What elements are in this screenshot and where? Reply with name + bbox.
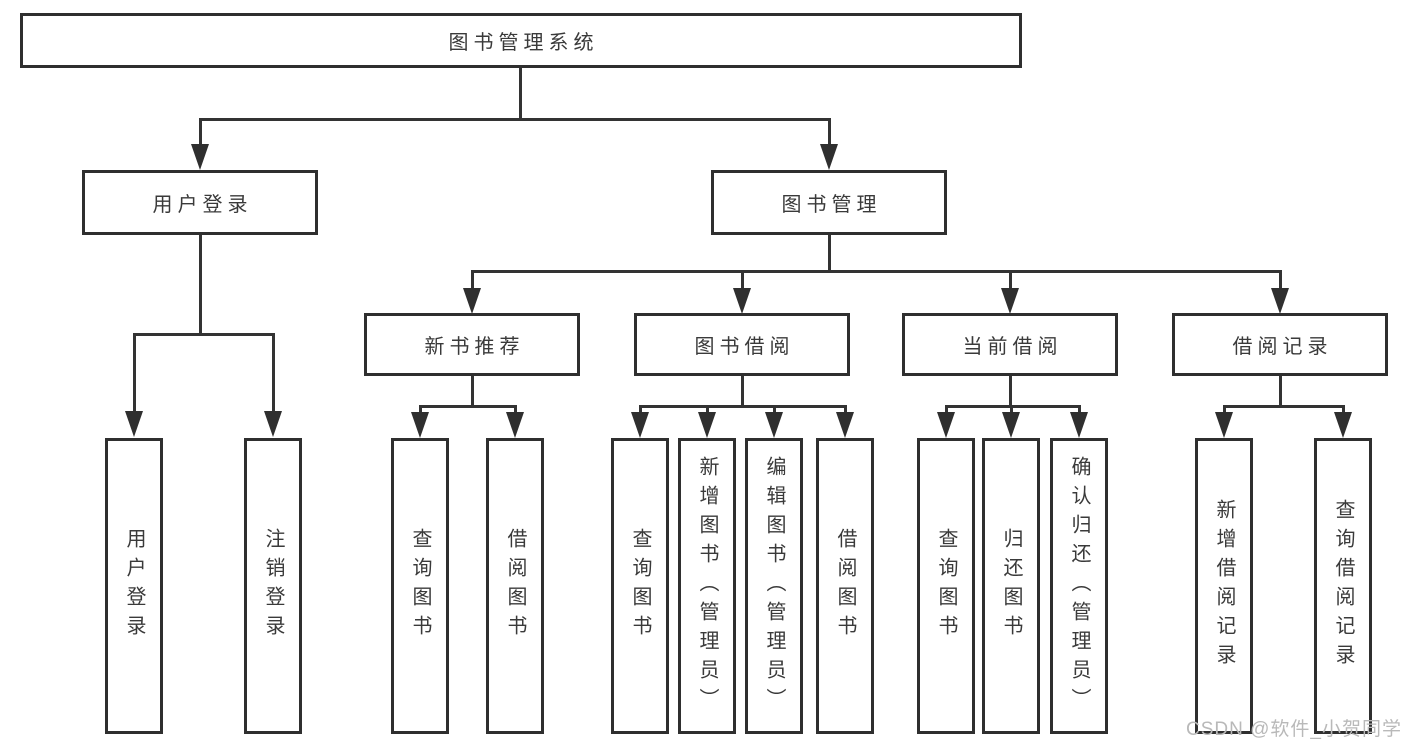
arrow-down-icon <box>1002 412 1020 438</box>
connector-vline <box>519 68 522 119</box>
leaf-user-login: 用户登录 <box>105 438 163 734</box>
leaf-borrow-books-recommend: 借阅图书 <box>486 438 544 734</box>
node-new-book-recommendation: 新书推荐 <box>364 313 580 376</box>
connector-vline <box>133 333 136 413</box>
connector-vline <box>828 118 831 150</box>
arrow-down-icon <box>836 412 854 438</box>
connector-vline <box>639 405 642 414</box>
leaf-label: 查询借阅记录 <box>1332 499 1354 673</box>
connector-vline <box>1078 405 1081 414</box>
connector-hline <box>1223 405 1345 408</box>
leaf-borrow-books: 借阅图书 <box>816 438 874 734</box>
leaf-query-books-recommend: 查询图书 <box>391 438 449 734</box>
connector-vline <box>1342 405 1345 414</box>
leaf-label: 注销登录 <box>262 528 284 644</box>
node-borrowing-records: 借阅记录 <box>1172 313 1388 376</box>
arrow-down-icon <box>506 412 524 438</box>
connector-vline <box>471 376 474 407</box>
leaf-query-borrow-record: 查询借阅记录 <box>1314 438 1372 734</box>
leaf-label: 查询图书 <box>409 528 431 644</box>
leaf-edit-book-admin: 编辑图书（管理员） <box>745 438 803 734</box>
arrow-down-icon <box>698 412 716 438</box>
connector-hline <box>639 405 847 408</box>
leaf-query-books-current: 查询图书 <box>917 438 975 734</box>
connector-vline <box>199 235 202 335</box>
connector-vline <box>1010 405 1013 414</box>
leaf-label: 编辑图书（管理员） <box>763 455 785 717</box>
connector-hline <box>199 118 831 121</box>
connector-vline <box>945 405 948 414</box>
connector-vline <box>1009 270 1012 290</box>
leaf-label: 归还图书 <box>1000 528 1022 644</box>
leaf-add-book-admin: 新增图书（管理员） <box>678 438 736 734</box>
connector-vline <box>419 405 422 414</box>
connector-vline <box>1009 376 1012 407</box>
arrow-down-icon <box>733 288 751 314</box>
leaf-label: 用户登录 <box>123 528 145 644</box>
connector-vline <box>741 376 744 407</box>
connector-vline <box>741 270 744 290</box>
connector-vline <box>471 270 474 290</box>
connector-hline <box>945 405 1081 408</box>
leaf-label: 借阅图书 <box>834 528 856 644</box>
arrow-down-icon <box>1070 412 1088 438</box>
connector-hline <box>471 270 1282 273</box>
arrow-down-icon <box>765 412 783 438</box>
node-book-management: 图书管理 <box>711 170 947 235</box>
leaf-confirm-return-admin: 确认归还（管理员） <box>1050 438 1108 734</box>
watermark: CSDN @软件_小贺同学 <box>1186 719 1402 740</box>
connector-vline <box>514 405 517 414</box>
arrow-down-icon <box>411 412 429 438</box>
connector-vline <box>1279 270 1282 290</box>
arrow-down-icon <box>264 411 282 437</box>
connector-vline <box>199 118 202 150</box>
leaf-return-books: 归还图书 <box>982 438 1040 734</box>
arrow-down-icon <box>631 412 649 438</box>
connector-hline <box>133 333 275 336</box>
connector-vline <box>272 333 275 413</box>
leaf-query-books-borrow: 查询图书 <box>611 438 669 734</box>
connector-hline <box>419 405 517 408</box>
arrow-down-icon <box>820 144 838 170</box>
arrow-down-icon <box>463 288 481 314</box>
connector-vline <box>828 235 831 273</box>
connector-vline <box>844 405 847 414</box>
leaf-label: 查询图书 <box>935 528 957 644</box>
arrow-down-icon <box>1001 288 1019 314</box>
connector-vline <box>1223 405 1226 414</box>
arrow-down-icon <box>191 144 209 170</box>
arrow-down-icon <box>1334 412 1352 438</box>
node-user-login: 用户登录 <box>82 170 318 235</box>
leaf-label: 借阅图书 <box>504 528 526 644</box>
arrow-down-icon <box>125 411 143 437</box>
connector-vline <box>706 405 709 414</box>
arrow-down-icon <box>937 412 955 438</box>
leaf-label: 确认归还（管理员） <box>1068 455 1090 717</box>
connector-vline <box>773 405 776 414</box>
node-library-management-system: 图书管理系统 <box>20 13 1022 68</box>
leaf-logout: 注销登录 <box>244 438 302 734</box>
leaf-label: 新增图书（管理员） <box>696 455 718 717</box>
leaf-label: 新增借阅记录 <box>1213 499 1235 673</box>
arrow-down-icon <box>1271 288 1289 314</box>
node-book-borrowing: 图书借阅 <box>634 313 850 376</box>
arrow-down-icon <box>1215 412 1233 438</box>
connector-vline <box>1279 376 1282 407</box>
leaf-label: 查询图书 <box>629 528 651 644</box>
node-current-borrowing: 当前借阅 <box>902 313 1118 376</box>
leaf-add-borrow-record: 新增借阅记录 <box>1195 438 1253 734</box>
